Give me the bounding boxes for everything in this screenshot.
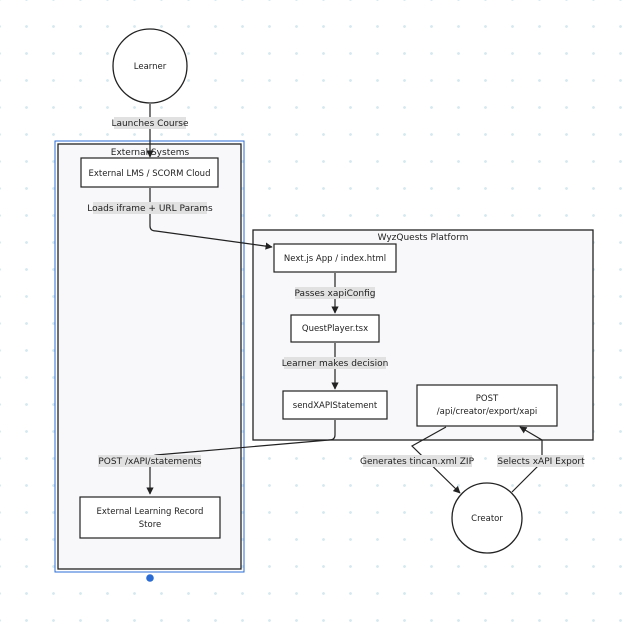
edge-labels: Launches Course Loads iframe + URL Param… [87,117,585,467]
lrs-node-label-line2: Store [139,520,161,530]
creator-label: Creator [471,514,503,524]
label-loads-iframe: Loads iframe + URL Params [87,204,213,214]
label-selects-export: Selects xAPI Export [497,457,585,467]
learner-label: Learner [134,62,167,72]
lrs-node[interactable]: External Learning Record Store [79,496,221,539]
lms-node[interactable]: External LMS / SCORM Cloud [80,157,219,188]
post-export-node-label-line2: /api/creator/export/xapi [437,407,537,417]
label-post-statements: POST /xAPI/statements [98,457,202,467]
wyzquests-platform-title: WyzQuests Platform [378,233,469,243]
learner-actor[interactable]: Learner [112,28,188,104]
nextjs-node-label: Next.js App / index.html [284,254,386,264]
questplayer-node[interactable]: QuestPlayer.tsx [290,314,380,343]
edge-selects-export[interactable] [511,426,543,493]
edge-generates-zip[interactable] [411,426,461,494]
post-export-node-label-line1: POST [476,394,499,404]
sendxapi-node[interactable]: sendXAPIStatement [282,390,388,420]
label-learner-decision: Learner makes decision [282,359,389,369]
edges [146,104,543,495]
lrs-node-label-line1: External Learning Record [97,507,204,517]
selection-handle[interactable] [146,574,154,582]
creator-actor[interactable]: Creator [451,482,523,554]
label-passes-xapiconfig: Passes xapiConfig [295,289,376,299]
post-export-node[interactable]: POST /api/creator/export/xapi [416,384,558,427]
edge-loads-iframe[interactable] [149,188,273,250]
sendxapi-node-label: sendXAPIStatement [293,401,378,411]
label-launches-course: Launches Course [111,119,189,129]
nextjs-node[interactable]: Next.js App / index.html [273,243,397,273]
label-generates-zip: Generates tincan.xml ZIP [360,457,475,467]
questplayer-node-label: QuestPlayer.tsx [302,324,368,334]
lms-node-label: External LMS / SCORM Cloud [89,169,211,179]
